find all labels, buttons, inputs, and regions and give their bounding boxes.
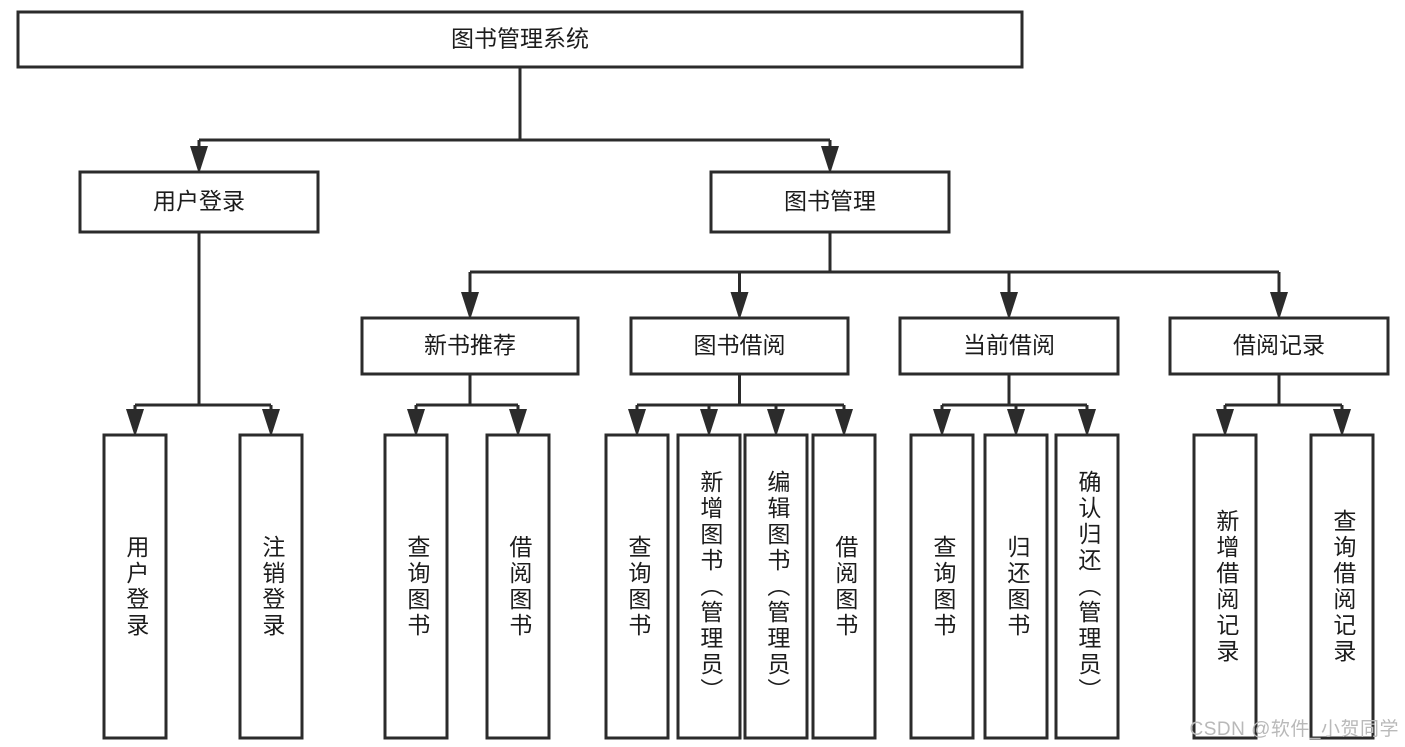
arrow-head-icon (126, 409, 144, 437)
node-label-leaf-edit-book: 编辑图书（管理员） (763, 469, 790, 704)
node-box-leaf-query-book-rec[interactable] (383, 433, 449, 740)
node-box-leaf-logout[interactable] (238, 433, 304, 740)
node-label-leaf-return-book: 归还图书 (1003, 534, 1030, 639)
node-label-book-management: 图书管理 (784, 188, 876, 214)
node-label-current-borrow: 当前借阅 (963, 332, 1055, 358)
node-box-new-book-recommend[interactable] (360, 316, 580, 376)
node-label-user-login: 用户登录 (153, 188, 245, 214)
node-box-leaf-user-login[interactable] (102, 433, 168, 740)
node-box-leaf-query-book-current[interactable] (909, 433, 975, 740)
node-label-leaf-add-record: 新增借阅记录 (1212, 508, 1239, 665)
node-box-leaf-query-book-borrow[interactable] (604, 433, 670, 740)
node-box-leaf-add-book[interactable] (676, 433, 742, 740)
arrow-head-icon (767, 409, 785, 437)
arrow-head-icon (628, 409, 646, 437)
node-label-leaf-add-book: 新增图书（管理员） (696, 469, 723, 704)
arrow-head-icon (821, 146, 839, 174)
node-box-leaf-edit-book[interactable] (743, 433, 809, 740)
arrow-head-icon (835, 409, 853, 437)
node-box-leaf-query-record[interactable] (1309, 433, 1375, 740)
node-box-root[interactable] (16, 10, 1024, 69)
node-layer (16, 10, 1390, 740)
arrow-head-icon (1000, 292, 1018, 320)
arrow-head-icon (700, 409, 718, 437)
node-label-leaf-confirm-return: 确认归还（管理员） (1074, 469, 1101, 704)
node-box-leaf-add-record[interactable] (1192, 433, 1258, 740)
arrow-head-icon (730, 292, 749, 320)
node-label-leaf-user-login: 用户登录 (122, 534, 149, 639)
node-label-book-borrow: 图书借阅 (694, 332, 786, 358)
node-box-leaf-borrow-book[interactable] (811, 433, 877, 740)
node-label-leaf-query-book-rec: 查询图书 (403, 534, 430, 639)
arrow-head-icon (509, 409, 527, 437)
connector-group (1216, 374, 1351, 437)
node-box-leaf-confirm-return[interactable] (1054, 433, 1120, 740)
node-box-borrow-record[interactable] (1168, 316, 1390, 376)
node-label-new-book-recommend: 新书推荐 (424, 332, 516, 358)
connector-group (407, 374, 527, 437)
connector-layer (126, 67, 1351, 437)
arrow-head-icon (262, 409, 280, 437)
arrow-head-icon (1270, 292, 1288, 320)
arrow-head-icon (1333, 409, 1351, 437)
connector-group (933, 374, 1096, 437)
node-label-leaf-borrow-book-rec: 借阅图书 (505, 534, 532, 639)
arrow-head-icon (407, 409, 425, 437)
node-box-leaf-borrow-book-rec[interactable] (485, 433, 551, 740)
connector-group (190, 67, 839, 174)
node-box-book-borrow[interactable] (629, 316, 850, 376)
arrow-head-icon (1216, 409, 1234, 437)
arrow-head-icon (1007, 409, 1025, 437)
node-box-book-management[interactable] (709, 170, 951, 234)
node-label-root: 图书管理系统 (451, 26, 589, 52)
node-label-leaf-query-record: 查询借阅记录 (1329, 508, 1356, 665)
connector-group (461, 232, 1288, 320)
arrow-head-icon (461, 292, 479, 320)
node-label-leaf-logout: 注销登录 (258, 534, 285, 639)
connector-group (126, 232, 280, 437)
node-box-current-borrow[interactable] (898, 316, 1120, 376)
node-box-user-login[interactable] (78, 170, 320, 234)
arrow-head-icon (190, 146, 208, 174)
node-label-leaf-borrow-book: 借阅图书 (831, 534, 858, 639)
arrow-head-icon (1078, 409, 1096, 437)
node-label-leaf-query-book-borrow: 查询图书 (624, 534, 651, 639)
node-box-leaf-return-book[interactable] (983, 433, 1049, 740)
arrow-head-icon (933, 409, 951, 437)
node-label-leaf-query-book-current: 查询图书 (929, 534, 956, 639)
node-label-borrow-record: 借阅记录 (1233, 332, 1325, 358)
connector-group (628, 374, 853, 437)
